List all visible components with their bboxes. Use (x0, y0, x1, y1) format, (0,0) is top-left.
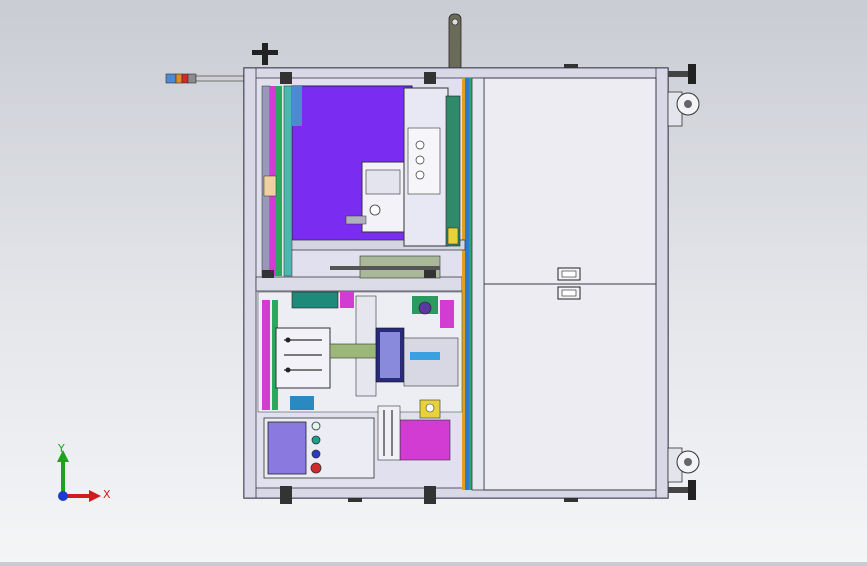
top-handwheel[interactable] (252, 43, 278, 65)
x-axis-label: X (103, 488, 111, 501)
lower-mechanism[interactable] (257, 255, 463, 413)
leveling-foot-bottom[interactable] (668, 480, 696, 500)
caster-top-right[interactable] (667, 91, 700, 127)
pneumatic-cylinders[interactable] (290, 396, 451, 461)
stack-light[interactable] (165, 73, 245, 84)
control-panel[interactable] (263, 417, 375, 479)
leveling-foot-top[interactable] (668, 64, 696, 84)
right-cabinet[interactable] (483, 77, 657, 491)
top-slide-arm[interactable] (448, 13, 462, 75)
divider-rails (462, 77, 485, 491)
y-axis-label: Y (58, 442, 65, 455)
bottom-slots (280, 64, 578, 504)
motor-housing[interactable] (345, 87, 461, 247)
coordinate-triad: Y X (45, 440, 120, 510)
z-axis-dot (58, 491, 68, 501)
frame-brackets (262, 72, 436, 498)
caster-bottom-right[interactable] (667, 447, 700, 483)
